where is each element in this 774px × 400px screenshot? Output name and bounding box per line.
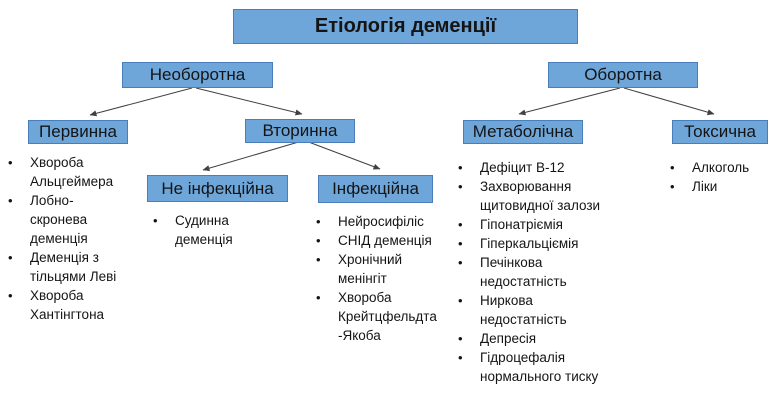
list-item: Ліки bbox=[670, 177, 770, 196]
bullet-icon bbox=[8, 286, 30, 305]
bullet-icon bbox=[458, 329, 480, 348]
connector-secondary-noninfectious bbox=[202, 140, 303, 172]
connector-secondary-infectious bbox=[305, 140, 381, 170]
bullet-icon bbox=[458, 291, 480, 310]
connector-reversible-toxic bbox=[623, 87, 715, 116]
bullet-icon bbox=[458, 215, 480, 234]
node-toxic: Токсична bbox=[672, 120, 768, 144]
node-primary: Первинна bbox=[28, 120, 128, 144]
list-item: Алкоголь bbox=[670, 158, 770, 177]
list-item: Деменція з тільцями Леві bbox=[8, 248, 140, 286]
non-infectious-causes-list: Судинна деменція bbox=[153, 211, 278, 249]
node-non-infectious: Не інфекційна bbox=[147, 175, 288, 202]
connector-irreversible-secondary bbox=[195, 87, 303, 116]
list-item: Гіперкальціємія bbox=[458, 234, 628, 253]
list-item: Судинна деменція bbox=[153, 211, 278, 249]
bullet-icon bbox=[670, 177, 692, 196]
bullet-icon bbox=[153, 211, 175, 230]
bullet-icon bbox=[458, 253, 480, 272]
node-reversible: Оборотна bbox=[548, 62, 698, 88]
bullet-icon bbox=[316, 212, 338, 231]
bullet-icon bbox=[458, 348, 480, 367]
node-metabolic: Метаболічна bbox=[463, 120, 583, 144]
infectious-causes-list: Нейросифіліс СНІД деменція Хронічний мен… bbox=[316, 212, 441, 345]
bullet-icon bbox=[8, 153, 30, 172]
metabolic-causes-list: Дефіцит В-12 Захворювання щитовидної зал… bbox=[458, 158, 628, 386]
list-item: Хвороба Хантінгтона bbox=[8, 286, 140, 324]
bullet-icon bbox=[458, 177, 480, 196]
bullet-icon bbox=[8, 248, 30, 267]
list-item: Ниркова недостатність bbox=[458, 291, 628, 329]
list-item: Гідроцефалія нормального тиску bbox=[458, 348, 628, 386]
node-irreversible: Необоротна bbox=[122, 62, 273, 88]
list-item: Захворювання щитовидної залози bbox=[458, 177, 628, 215]
bullet-icon bbox=[316, 231, 338, 250]
bullet-icon bbox=[316, 288, 338, 307]
list-item: Печінкова недостатність bbox=[458, 253, 628, 291]
node-secondary: Вторинна bbox=[245, 119, 355, 143]
connector-irreversible-primary bbox=[89, 87, 193, 117]
list-item: Дефіцит В-12 bbox=[458, 158, 628, 177]
list-item: СНІД деменція bbox=[316, 231, 441, 250]
list-item: Гіпонатріємія bbox=[458, 215, 628, 234]
list-item: Хвороба Альцгеймера bbox=[8, 153, 140, 191]
list-item: Хвороба Крейтцфельдта -Якоба bbox=[316, 288, 441, 345]
node-infectious: Інфекційна bbox=[318, 175, 433, 203]
title-box: Етіологія деменції bbox=[233, 9, 578, 44]
toxic-causes-list: Алкоголь Ліки bbox=[670, 158, 770, 196]
primary-causes-list: Хвороба Альцгеймера Лобно- скронева деме… bbox=[8, 153, 140, 324]
list-item: Хронічний менінгіт bbox=[316, 250, 441, 288]
connector-reversible-metabolic bbox=[518, 87, 621, 116]
list-item: Лобно- скронева деменція bbox=[8, 191, 140, 248]
bullet-icon bbox=[458, 158, 480, 177]
list-item: Депресія bbox=[458, 329, 628, 348]
list-item: Нейросифіліс bbox=[316, 212, 441, 231]
bullet-icon bbox=[8, 191, 30, 210]
bullet-icon bbox=[670, 158, 692, 177]
bullet-icon bbox=[458, 234, 480, 253]
bullet-icon bbox=[316, 250, 338, 269]
